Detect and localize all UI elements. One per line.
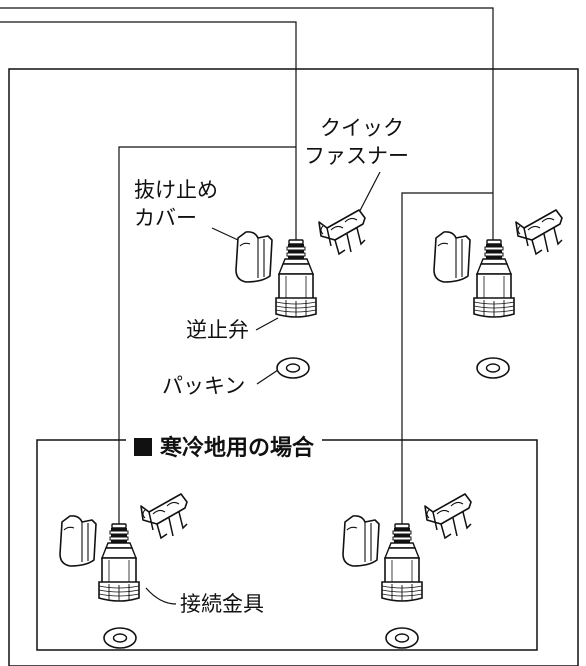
packing-illustration [103, 627, 137, 649]
connection-fitting-label: 接続金具 [180, 592, 264, 616]
quick-fastener-label-line1: クイック [320, 116, 404, 140]
leader-retaining-cover [211, 227, 239, 241]
guide-line-right [0, 7, 494, 248]
leader-packing [256, 369, 279, 385]
retaining-cover-label-line1: 抜け止め [134, 178, 218, 202]
quick-fastener-illustration [424, 493, 472, 539]
check-valve-illustration [473, 239, 515, 318]
check-valve-illustration [275, 239, 317, 318]
outer-frame [8, 68, 579, 666]
retaining-cover-illustration [235, 231, 273, 283]
connection-fitting-illustration [98, 523, 140, 602]
black-square-icon [134, 438, 152, 456]
retaining-cover-illustration [433, 231, 471, 283]
guide-line-mid-left [118, 146, 296, 530]
retaining-cover-illustration [342, 515, 380, 567]
check-valve-label: 逆止弁 [186, 318, 249, 342]
quick-fastener-illustration [140, 493, 188, 539]
leader-connection-fitting [145, 587, 177, 605]
section-title-text: 寒冷地用の場合 [160, 436, 315, 461]
cold-region-section-title: 寒冷地用の場合 [126, 430, 323, 462]
packing-label: パッキン [162, 374, 246, 398]
retaining-cover-illustration [59, 515, 97, 567]
packing-illustration [476, 357, 510, 379]
packing-illustration [276, 357, 310, 379]
packing-illustration [385, 627, 419, 649]
quick-fastener-label-line2: ファスナー [304, 144, 409, 168]
quick-fastener-illustration [318, 209, 366, 255]
retaining-cover-label-line2: カバー [134, 206, 197, 230]
guide-line-mid-right [401, 192, 493, 530]
leader-check-valve [255, 317, 279, 331]
quick-fastener-illustration [515, 209, 563, 255]
connection-fitting-illustration [381, 523, 423, 602]
guide-line-left [0, 21, 297, 240]
